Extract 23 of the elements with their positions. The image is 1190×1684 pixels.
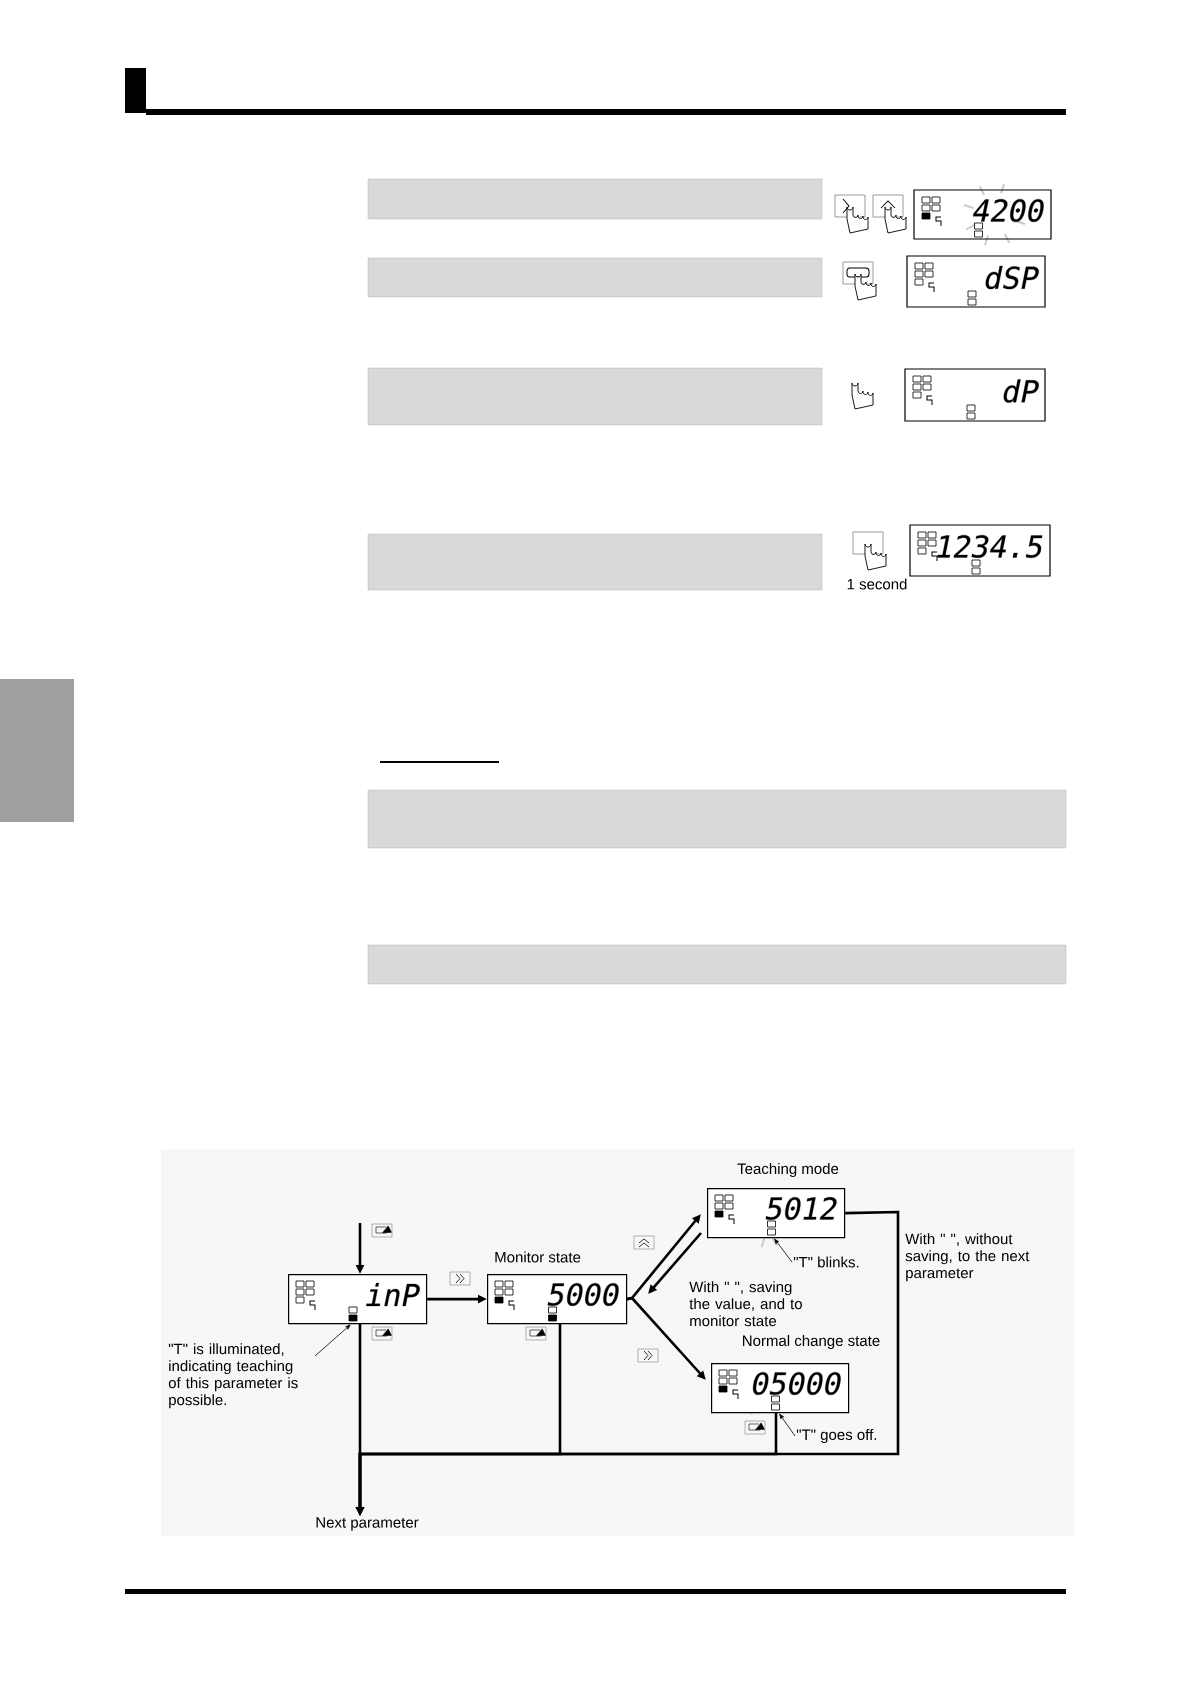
node-label: Teaching mode — [737, 1163, 839, 1177]
edge-label: With " ", saving the value, and to monitor state — [689, 1281, 802, 1327]
display-reading: dSP — [985, 265, 1039, 290]
duration-label: 1 second — [847, 578, 907, 590]
edge-label: With " ", without saving, to the next parameter — [905, 1233, 1030, 1282]
leader-line — [345, 1324, 351, 1330]
display-box: 5012 Teaching mode — [707, 1163, 846, 1249]
display-reading: 1234.5 — [937, 535, 1043, 558]
display-box: inP — [288, 1274, 428, 1325]
display-box: 05000 Normal change state — [711, 1335, 880, 1416]
callout-text: "T" is illuminated, indicating teaching of this parameter is possible. — [168, 1343, 298, 1409]
step-label: Next parameter — [316, 1517, 419, 1531]
node-label: Monitor state — [495, 1251, 581, 1263]
callout-text: "T" goes off. — [796, 1429, 877, 1443]
arrow — [648, 1232, 702, 1294]
display-box: 5000 Monitor state — [487, 1251, 628, 1325]
callout-text: "T" blinks. — [793, 1256, 859, 1268]
leader-line — [779, 1413, 796, 1437]
display-reading: dP — [1003, 379, 1039, 403]
display-reading: 4200 — [973, 199, 1044, 222]
node-label: Normal change state — [743, 1335, 880, 1349]
leader-line — [774, 1238, 793, 1263]
arrow — [626, 1296, 706, 1380]
